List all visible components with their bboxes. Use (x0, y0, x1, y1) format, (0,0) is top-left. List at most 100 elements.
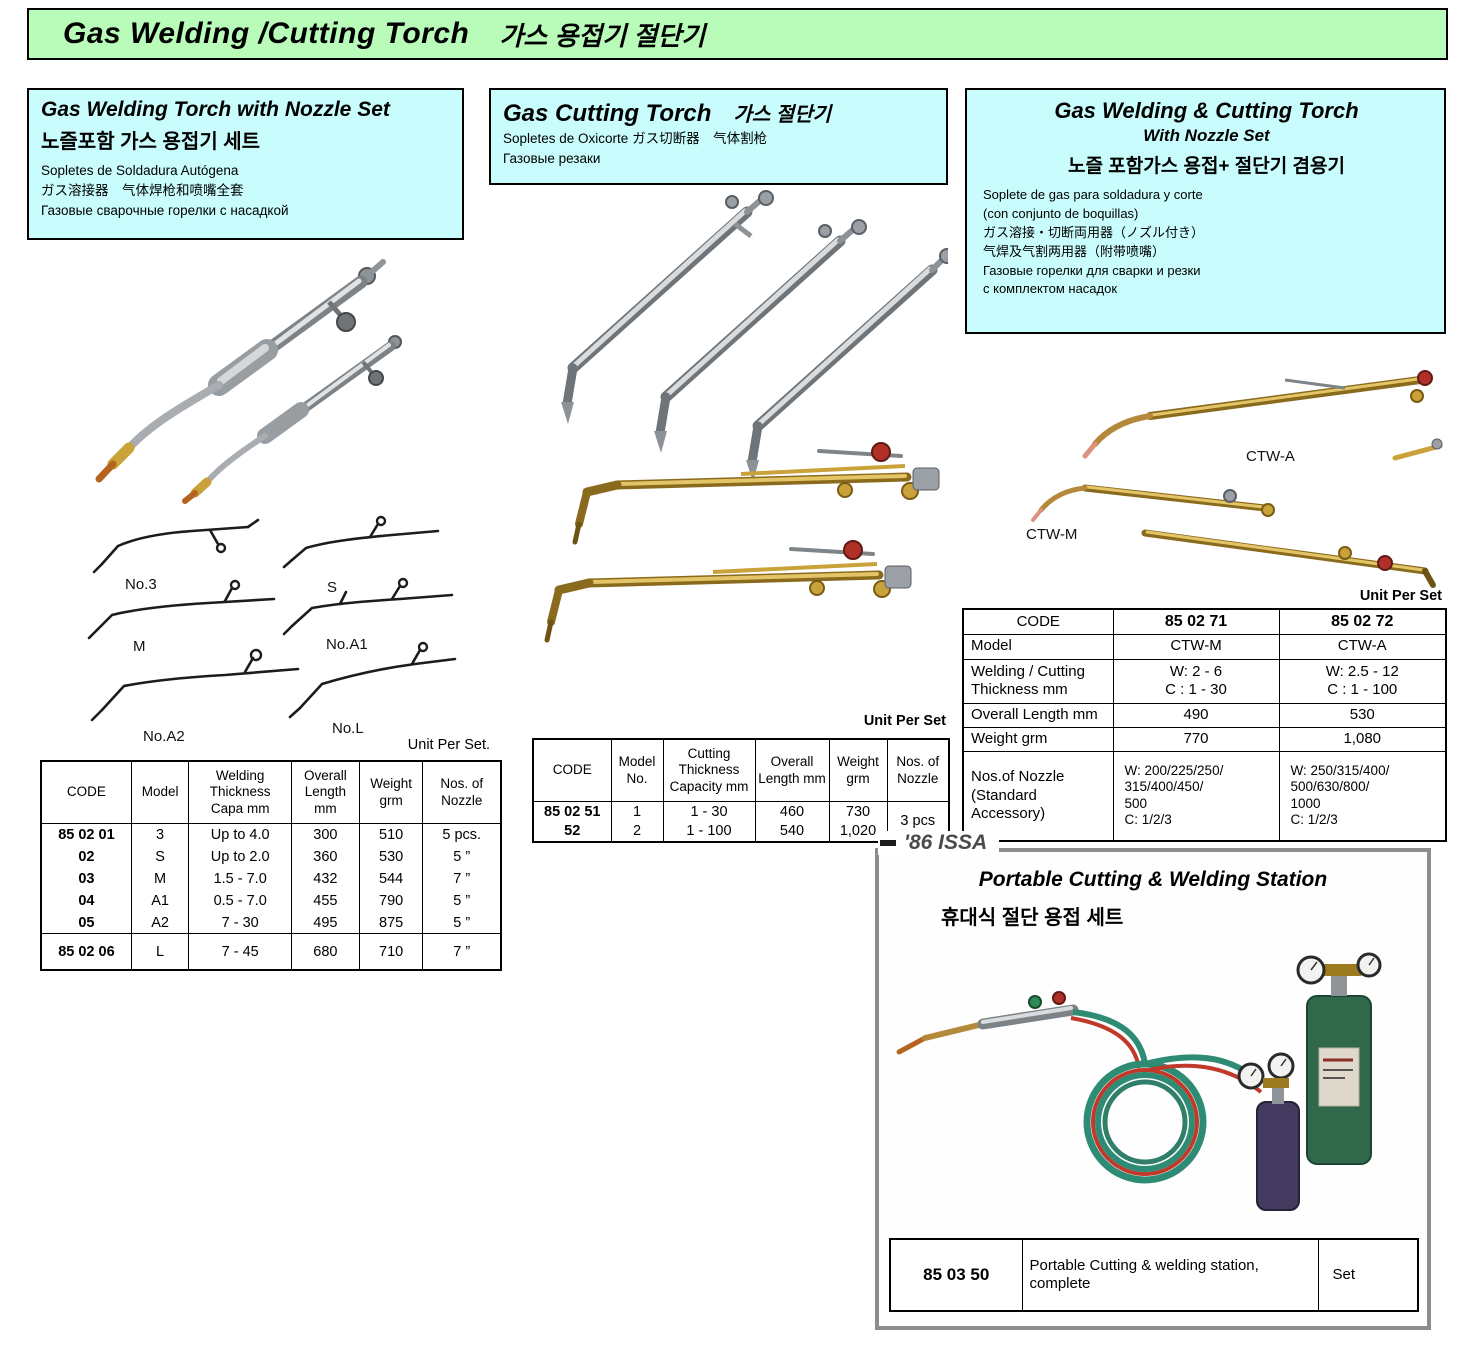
combo-unit-note: Unit Per Set (1359, 588, 1442, 604)
figure-label-ctw-m: CTW-M (1026, 526, 1078, 543)
welding-section-header: Gas Welding Torch with Nozzle Set 노즐포함 가… (27, 88, 464, 240)
banner-title-ko: 가스 용접기 절단기 (499, 20, 706, 51)
table-row: 05 A2 7 - 30 495 875 5 ” (40, 911, 502, 934)
combo-title-ko: 노즐 포함가스 용접+ 절단기 겸용기 (1068, 156, 1345, 177)
cell-unit: Set (1317, 1238, 1419, 1312)
station-title-ko: 휴대식 절단 용접 세트 (941, 907, 1124, 929)
sketch-l (288, 641, 457, 719)
cell-nozzle: 7 ” (422, 867, 502, 890)
combo-subtitle-es2: (con conjunto de boquillas) (983, 205, 1139, 221)
cell-label: Model (962, 633, 1114, 660)
cell-thickness: Up to 4.0 (188, 823, 293, 846)
welding-subtitle-ru: Газовые сварочные горелки с насадкой (41, 202, 289, 218)
table-row: Model CTW-M CTW-A (962, 633, 1447, 660)
col-header: Welding Thickness Capa mm (188, 761, 293, 825)
combo-subtitle-ru2: с комплектом насадок (983, 281, 1118, 297)
cell-weight: 710 (358, 933, 424, 970)
table-row: Nos.of Nozzle (Standard Accessory) W: 20… (962, 750, 1447, 842)
cell-code: 85 02 06 (40, 933, 132, 970)
col-header: Overall Length mm (754, 739, 830, 803)
table-row: 04 A1 0.5 - 7.0 455 790 5 ” (40, 889, 502, 912)
table-row: 85 02 06 L 7 - 45 680 710 7 ” (40, 933, 502, 970)
page-banner: Gas Welding /Cutting Torch 가스 용접기 절단기 (27, 8, 1448, 60)
cell-weight: 1,080 (1278, 726, 1447, 752)
cutting-title-en: Gas Cutting Torch (503, 100, 712, 127)
col-header: CODE (40, 761, 132, 825)
cell-code: 02 (40, 845, 132, 868)
combo-subtitle-ja: ガス溶接・切断両用器（ノズル付き） (983, 224, 1205, 240)
cell-thickness: 1.5 - 7.0 (188, 867, 293, 890)
welding-title-ko: 노즐포함 가스 용접기 세트 (41, 131, 261, 153)
welding-subtitle-es: Sopletes de Soldadura Autógena (41, 163, 239, 178)
cell-code: 05 (40, 911, 132, 934)
cutting-subtitle-es: Sopletes de Oxicorte ガス切断器 气体割枪 (503, 131, 768, 146)
cell-label: Nos.of Nozzle (Standard Accessory) (962, 750, 1114, 842)
cell-length: 680 (291, 933, 360, 970)
cell-thickness: Up to 2.0 (188, 845, 293, 868)
combo-subtitle-ru1: Газовые горелки для сварки и резки (983, 262, 1201, 278)
combo-spec-table: CODE 85 02 71 85 02 72 Model CTW-M CTW-A… (962, 608, 1447, 843)
cell-length: 300 (291, 823, 360, 846)
table-row: Overall Length mm 490 530 (962, 702, 1447, 728)
cell-code: 85 02 72 (1278, 608, 1447, 635)
cell-thickness: 7 - 45 (188, 933, 293, 970)
cell-model: 3 (130, 823, 190, 846)
sketch-no3 (92, 518, 260, 574)
welding-spec-table: CODE Model Welding Thickness Capa mm Ove… (40, 760, 502, 971)
figure-label-s: S (327, 579, 338, 596)
cell-weight: 790 (358, 889, 424, 912)
cell-label: Welding / Cutting Thickness mm (962, 658, 1114, 704)
welding-nozzle-sketches (87, 515, 457, 722)
cell-thickness: 1 - 30 1 - 100 (662, 801, 756, 842)
cell-code: 85 02 71 (1112, 608, 1280, 635)
col-header: Nos. of Nozzle (886, 739, 950, 803)
cell-code: 03 (40, 867, 132, 890)
cell-length: 460 540 (754, 801, 830, 842)
cell-length: 455 (291, 889, 360, 912)
cell-model: 1 2 (610, 801, 664, 842)
combo-title-en: Gas Welding & Cutting Torch (1054, 98, 1359, 123)
issa-text: '86 ISSA (904, 831, 988, 854)
cell-model: CTW-M (1112, 633, 1280, 660)
station-spec-table: 85 03 50 Portable Cutting & welding stat… (889, 1238, 1419, 1312)
cell-nozzle: 5 pcs. (422, 823, 502, 846)
figure-label-ctw-a: CTW-A (1246, 448, 1295, 465)
figure-label-no3: No.3 (125, 576, 157, 593)
sketch-m (87, 579, 276, 640)
cell-code: 04 (40, 889, 132, 912)
cell-nozzle: W: 250/315/400/ 500/630/800/ 1000 C: 1/2… (1278, 750, 1447, 842)
cell-weight: 544 (358, 867, 424, 890)
col-header: Weight grm (828, 739, 888, 803)
cell-label: Weight grm (962, 726, 1114, 752)
welding-unit-note: Unit Per Set. (407, 737, 490, 753)
cell-thickness: 7 - 30 (188, 911, 293, 934)
cell-length: 490 (1112, 702, 1280, 728)
figure-label-a2: No.A2 (143, 728, 185, 745)
cutting-subtitle-ru: Газовые резаки (503, 150, 601, 166)
station-cylinders-drawing (1237, 952, 1382, 1211)
col-header: Model No. (610, 739, 664, 803)
col-header: Nos. of Nozzle (422, 761, 502, 825)
cell-thickness: W: 2 - 6 C : 1 - 30 (1112, 658, 1280, 704)
col-header: Cutting Thickness Capacity mm (662, 739, 756, 803)
welding-title-en: Gas Welding Torch with Nozzle Set (41, 98, 390, 121)
cell-nozzle: 7 ” (422, 933, 502, 970)
cell-length: 530 (1278, 702, 1447, 728)
cell-thickness: 0.5 - 7.0 (188, 889, 293, 912)
table-row: 85 02 51 52 1 2 1 - 30 1 - 100 460 540 7… (532, 801, 950, 842)
table-row: 85 02 01 3 Up to 4.0 300 510 5 pcs. (40, 823, 502, 846)
cell-weight: 875 (358, 911, 424, 934)
combo-torch-photo (1031, 370, 1443, 588)
table-row: CODE 85 02 71 85 02 72 (962, 608, 1447, 635)
issa-edition-label: '86 ISSA (878, 831, 1000, 855)
combo-subtitle-zh: 气焊及气割两用器（附带喷嘴） (983, 243, 1166, 259)
col-header: Weight grm (358, 761, 424, 825)
cell-length: 360 (291, 845, 360, 868)
cell-code: 85 02 01 (40, 823, 132, 846)
col-header: CODE (532, 739, 612, 803)
cell-model: A1 (130, 889, 190, 912)
welding-torch-photo (95, 259, 402, 504)
cutting-torch-photo (544, 190, 948, 643)
col-header: Overall Length mm (291, 761, 360, 825)
cell-label: Overall Length mm (962, 702, 1114, 728)
